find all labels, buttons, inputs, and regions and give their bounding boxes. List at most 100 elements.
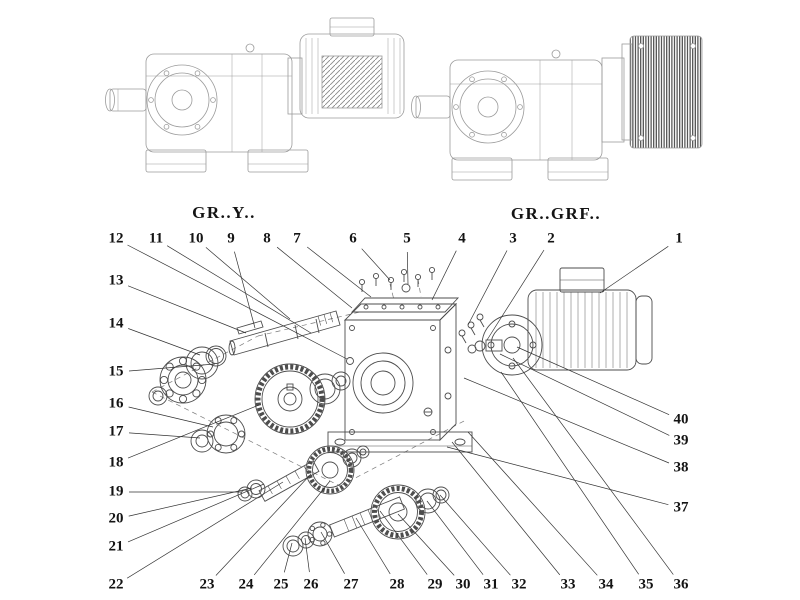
overview-motor-gr-y [287, 17, 405, 119]
leader-line-20 [128, 487, 253, 517]
leader-line-25 [283, 542, 293, 573]
overview-cover-block-grf [621, 35, 703, 149]
leader-line-3 [467, 250, 508, 326]
leader-line-23 [215, 473, 312, 576]
overview-gearbox-gr-y [105, 43, 309, 173]
leader-line-7 [306, 246, 372, 298]
leader-line-22 [126, 481, 284, 579]
leader-line-26 [304, 537, 310, 573]
callout-27: 27 [343, 576, 359, 593]
callout-16: 16 [108, 395, 124, 412]
lower-bearing-and-washer [190, 414, 246, 454]
overview-gearbox-grf [411, 49, 625, 181]
leader-line-9 [234, 251, 256, 329]
leader-line-36 [512, 357, 674, 575]
leader-line-15 [128, 363, 216, 372]
callout-32: 32 [511, 576, 527, 593]
callout-9: 9 [227, 230, 235, 247]
cover-plate [350, 297, 460, 313]
leader-lines [126, 244, 674, 579]
leader-line-8 [276, 246, 353, 309]
callout-20: 20 [108, 510, 124, 527]
callout-25: 25 [273, 576, 289, 593]
callout-30: 30 [455, 576, 471, 593]
callout-28: 28 [389, 576, 405, 593]
callout-37: 37 [673, 499, 689, 516]
leader-line-18 [127, 404, 260, 459]
leader-line-14 [128, 328, 201, 356]
leader-line-34 [467, 431, 598, 576]
leader-line-4 [431, 250, 457, 301]
leader-line-24 [253, 480, 331, 576]
callout-10: 10 [188, 230, 204, 247]
callout-31: 31 [483, 576, 499, 593]
leader-line-16 [128, 406, 214, 428]
callout-13: 13 [108, 272, 124, 289]
callout-22: 22 [108, 576, 124, 593]
leader-line-29 [379, 510, 428, 575]
callout-38: 38 [673, 459, 689, 476]
leader-line-39 [499, 353, 670, 436]
leader-line-11 [166, 245, 312, 334]
callout-14: 14 [108, 315, 124, 332]
callout-26: 26 [303, 576, 319, 593]
callout-17: 17 [108, 423, 124, 440]
callout-21: 21 [108, 538, 124, 555]
callout-1: 1 [675, 230, 683, 247]
callout-40: 40 [673, 411, 689, 428]
leader-line-28 [355, 517, 391, 575]
output-gear [254, 363, 351, 435]
callout-18: 18 [108, 454, 124, 471]
callout-2: 2 [547, 230, 555, 247]
leader-line-27 [320, 531, 345, 574]
callout-12: 12 [108, 230, 124, 247]
cover-bolts [358, 266, 436, 293]
callout-6: 6 [349, 230, 357, 247]
leader-line-17 [128, 432, 201, 439]
leader-line-21 [127, 483, 265, 543]
output-shaft-assembly [185, 310, 341, 380]
callout-23: 23 [199, 576, 215, 593]
variant-label-gr-grf: GR..GRF.. [510, 204, 602, 223]
callout-36: 36 [673, 576, 689, 593]
leader-line-32 [439, 494, 511, 576]
output-bearing [148, 356, 207, 406]
motor-assembly [467, 267, 653, 376]
callout-35: 35 [638, 576, 654, 593]
leader-line-30 [397, 513, 455, 576]
gear-housing [327, 302, 473, 453]
callout-11: 11 [148, 230, 164, 247]
leader-line-38 [463, 377, 670, 464]
callout-4: 4 [458, 230, 466, 247]
leader-line-13 [127, 285, 247, 334]
leader-line-1 [599, 246, 669, 294]
callout-19: 19 [108, 483, 124, 500]
exploded-view-drawing [148, 266, 653, 557]
callout-34: 34 [598, 576, 614, 593]
leader-line-35 [500, 371, 639, 575]
leader-line-10 [205, 247, 291, 320]
leader-line-12 [127, 244, 348, 360]
callout-8: 8 [263, 230, 271, 247]
callout-15: 15 [108, 363, 124, 380]
intermediate-shaft-assembly [237, 445, 370, 502]
callout-3: 3 [509, 230, 517, 247]
leader-line-31 [426, 500, 484, 575]
callout-7: 7 [293, 230, 301, 247]
callout-29: 29 [427, 576, 443, 593]
callout-5: 5 [403, 230, 411, 247]
leader-line-40 [516, 346, 670, 416]
motor-fasteners [458, 313, 485, 344]
variant-label-gr-y: GR..Y.. [192, 203, 256, 222]
callout-24: 24 [238, 576, 254, 593]
callout-33: 33 [560, 576, 576, 593]
leader-line-2 [486, 249, 545, 341]
overview-drawing-gr-y [105, 17, 405, 173]
leader-line-6 [361, 248, 391, 281]
callout-39: 39 [673, 432, 689, 449]
leader-line-37 [446, 446, 669, 506]
input-shaft-assembly [282, 484, 450, 557]
leader-line-5 [406, 251, 409, 285]
